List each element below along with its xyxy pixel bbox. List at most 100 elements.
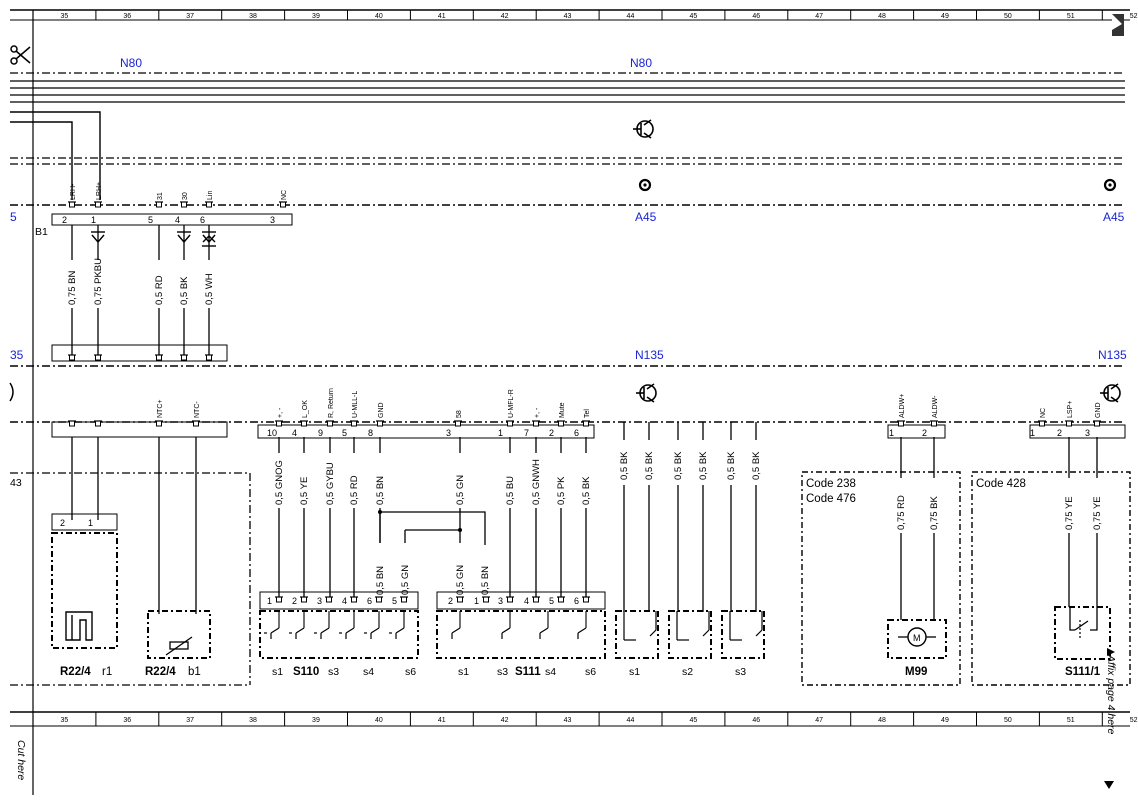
bus-label-n135-left: 35	[10, 348, 24, 362]
bus-label-n135-mid: N135	[635, 348, 664, 362]
pin-label: +, -	[534, 407, 541, 418]
ruler-column-label: 45	[689, 13, 697, 20]
ruler-column-label: 40	[375, 717, 383, 724]
bus-label-n80-mid: N80	[630, 56, 652, 70]
pin-number: 3	[1085, 428, 1090, 438]
ruler-column-label: 44	[627, 13, 635, 20]
bus-n80: N80 N80	[10, 56, 1125, 165]
ruler-column-label: 46	[752, 13, 760, 20]
ruler-column-label: 36	[123, 13, 131, 20]
pin-number: 9	[318, 428, 323, 438]
connector-n135-b	[257, 424, 595, 439]
ruler-column-label: 52	[1130, 13, 1138, 20]
code-label: Code 238	[806, 478, 856, 490]
ruler-column-label: 42	[501, 13, 509, 20]
pin-number: 2	[292, 596, 297, 606]
pin-label: 58	[456, 410, 463, 418]
ruler-column-label: 36	[123, 717, 131, 724]
wire-label: 0,75 BN	[67, 271, 78, 305]
component-name: M99	[905, 666, 927, 678]
pin-number: 3	[317, 596, 322, 606]
ruler-column-label: 43	[564, 13, 572, 20]
wire-label: 0,5 BK	[698, 451, 709, 480]
pin-number: 1	[267, 596, 272, 606]
pin-label: Tel	[584, 409, 591, 418]
pin-label: L_OK	[302, 400, 309, 418]
pin-label: LRH-	[70, 183, 77, 200]
pin-number: 1	[91, 215, 96, 225]
code-label: Code 476	[806, 493, 856, 505]
pin-number: 1	[88, 518, 93, 528]
pin-number: 5	[392, 596, 397, 606]
connector-label-b1: B1	[35, 226, 48, 238]
switch-label: s3	[328, 666, 339, 678]
wire-label: 0,5 BK	[179, 276, 190, 305]
ruler-column-label: 51	[1067, 717, 1075, 724]
ruler-column-label: 38	[249, 13, 257, 20]
ruler-column-label: 38	[249, 717, 257, 724]
bus-label-a45-right: A45	[1103, 210, 1125, 224]
ruler-column-label: 45	[689, 717, 697, 724]
pin-label: ALDW-	[932, 395, 939, 418]
pin-label: R, Return	[328, 388, 335, 418]
wire-label: 0,5 BU	[505, 476, 516, 505]
ruler-column-label: 37	[186, 13, 194, 20]
ruler-column-label: 48	[878, 717, 886, 724]
wire-label: 0,5 RD	[154, 275, 165, 305]
wire-label: 0,5 BK	[581, 476, 592, 505]
component-m99: Code 238 Code 476 M M99	[801, 471, 961, 686]
ruler-column-label: 49	[941, 13, 949, 20]
pin-label: LRH+	[96, 182, 103, 200]
pin-number: 2	[448, 596, 453, 606]
connector-n135-a	[51, 421, 228, 438]
affix-page-note: Affix page 4 here	[1105, 654, 1117, 735]
pin-number: 1	[889, 428, 894, 438]
code-label: Code 428	[976, 478, 1026, 490]
pin-label: LSP+	[1067, 401, 1074, 418]
motor-symbol: M	[913, 633, 921, 643]
switch-label: s3	[735, 666, 746, 678]
pin-label: GND	[1095, 402, 1102, 418]
pin-number: 3	[446, 428, 451, 438]
component-name: S110	[293, 666, 319, 678]
wire-label: 0,5 BN	[375, 566, 386, 595]
wire-label: 0,5 GN	[400, 565, 411, 595]
pin-number: 4	[524, 596, 529, 606]
wire-label: 0,5 RD	[349, 475, 360, 505]
pin-number: 1	[1030, 428, 1035, 438]
pin-number: 2	[922, 428, 927, 438]
pin-label: Mute	[559, 402, 566, 418]
pin-label: NC	[1040, 408, 1047, 418]
arrow-icon	[1107, 648, 1115, 656]
ground-symbol-icon	[633, 119, 654, 139]
pin-label: ALDW+	[899, 394, 906, 418]
wire-label: 0,5 GN	[455, 475, 466, 505]
bus-n135: 35 N135 N135	[9, 348, 1127, 423]
ruler-column-label: 48	[878, 13, 886, 20]
ruler-column-label: 39	[312, 13, 320, 20]
pin-number: 3	[270, 215, 275, 225]
wire-label: 0,75 YE	[1092, 496, 1103, 530]
connector-b1: B1	[35, 213, 293, 238]
splice-point-icon	[638, 178, 1117, 192]
pin-label: +, -	[277, 407, 284, 418]
bus-label-a45-left: 5	[10, 210, 17, 224]
ruler-column-label: 51	[1067, 13, 1075, 20]
wire-label: 0,5 BK	[726, 451, 737, 480]
pin-label: Lin	[207, 191, 214, 200]
connector-n135-d	[1029, 424, 1126, 439]
switch-label: s3	[497, 666, 508, 678]
pin-number: 10	[267, 428, 277, 438]
pin-number: 6	[574, 596, 579, 606]
ruler-column-label: 52	[1130, 717, 1138, 724]
pin-label: U-MLL-L	[352, 391, 359, 418]
pin-number: 8	[368, 428, 373, 438]
wire-label: 0,5 YE	[299, 477, 310, 505]
ruler-column-label: 35	[60, 13, 68, 20]
switch-label: s2	[682, 666, 693, 678]
component-r22-4-b1: R22/4 b1	[145, 610, 211, 678]
pin-label: 30	[182, 192, 189, 200]
component-name: R22/4	[60, 666, 91, 678]
wire-label: 0,5 WH	[204, 273, 215, 305]
